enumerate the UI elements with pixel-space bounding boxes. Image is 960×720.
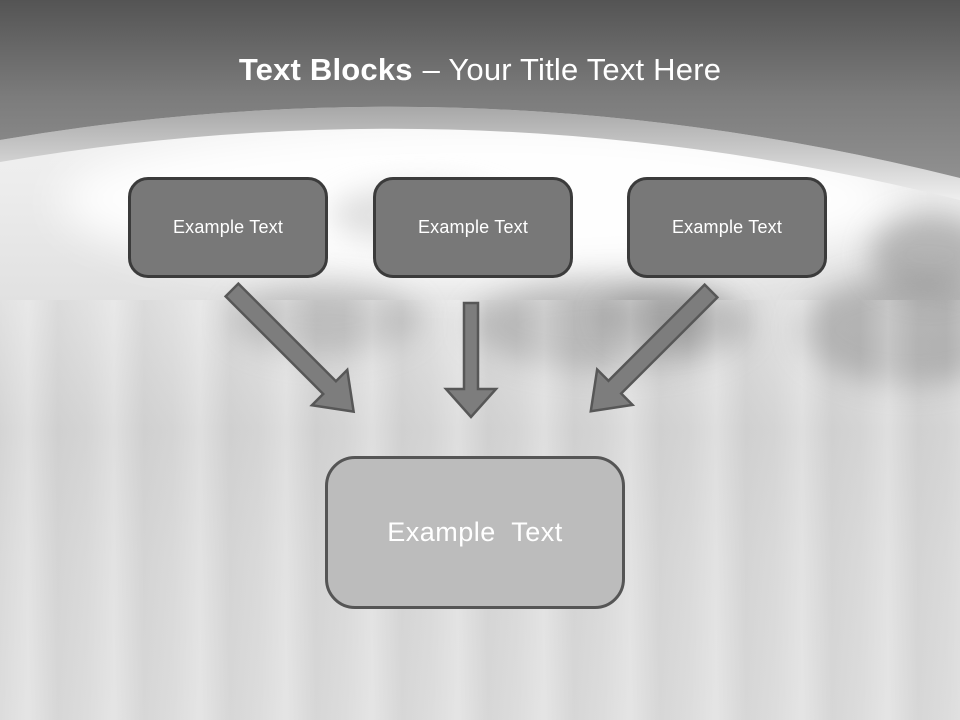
slide-title: Text Blocks – Your Title Text Here (0, 52, 960, 88)
text-block-3: Example Text (627, 177, 827, 278)
header-curve-fill (0, 0, 960, 178)
arrow-down-icon (443, 301, 499, 419)
header-curve (0, 0, 960, 200)
summary-text-block: Example Text (325, 456, 625, 609)
header-curve-rim (0, 106, 960, 200)
arrow-down-left-icon (589, 282, 720, 413)
text-block-1-label: Example Text (172, 217, 284, 237)
text-block-2-label: Example Text (417, 217, 529, 237)
text-block-1: Example Text (128, 177, 328, 278)
arrow-down-right-icon (223, 281, 356, 414)
slide-title-bold: Text Blocks (238, 52, 413, 87)
text-block-2: Example Text (373, 177, 573, 278)
background-blur-shape (870, 215, 960, 295)
text-block-3-label: Example Text (671, 217, 783, 237)
summary-text-block-label: Example Text (387, 517, 563, 547)
slide-title-rest: – Your Title Text Here (422, 52, 722, 87)
